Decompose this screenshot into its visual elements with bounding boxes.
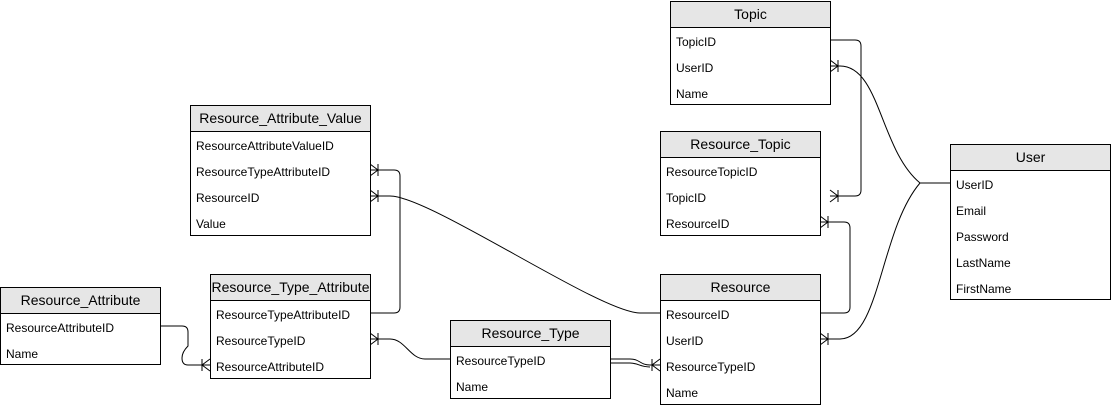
entity-title: Resource_Topic (661, 132, 820, 158)
entity-resource-attribute-value[interactable]: Resource_Attribute_Value ResourceAttribu… (190, 105, 371, 236)
field-resource-id: ResourceID (666, 308, 730, 322)
field-name: Name (6, 347, 39, 361)
field-last-name: LastName (956, 256, 1011, 270)
field-first-name: FirstName (956, 282, 1012, 296)
edge-resource-attribute-to-type-attribute[interactable] (160, 325, 211, 372)
field-resource-type-id: ResourceTypeID (666, 360, 756, 374)
entity-resource-type[interactable]: Resource_Type ResourceTypeID Name (450, 320, 611, 399)
entity-title: Topic (671, 2, 830, 28)
field-resource-type-id: ResourceTypeID (216, 334, 306, 348)
field-password: Password (956, 230, 1009, 244)
entity-resource-topic[interactable]: Resource_Topic ResourceTopicID TopicID R… (660, 131, 821, 236)
field-resource-type-attribute-id: ResourceTypeAttributeID (216, 308, 351, 322)
edge-resource-type-to-type-attribute[interactable] (369, 332, 450, 360)
entity-title: Resource (661, 275, 820, 301)
field-resource-id: ResourceID (666, 217, 730, 231)
field-resource-topic-id: ResourceTopicID (666, 165, 758, 179)
field-user-id: UserID (956, 178, 994, 192)
field-resource-type-attribute-id: ResourceTypeAttributeID (196, 165, 331, 179)
field-name: Name (676, 87, 709, 101)
entity-resource-type-attribute[interactable]: Resource_Type_Attribute ResourceTypeAttr… (210, 274, 371, 379)
edge-resource-to-resource-topic[interactable] (819, 215, 851, 314)
field-value: Value (196, 217, 226, 231)
field-resource-attribute-id: ResourceAttributeID (6, 321, 115, 335)
entity-topic[interactable]: Topic TopicID UserID Name (670, 1, 831, 105)
edge-user-to-resource[interactable] (819, 182, 921, 346)
field-resource-attribute-value-id: ResourceAttributeValueID (196, 139, 334, 153)
field-name: Name (666, 386, 699, 400)
field-topic-id: TopicID (666, 191, 707, 205)
edge-user-to-topic[interactable] (829, 59, 950, 184)
field-user-id: UserID (676, 61, 714, 75)
entity-user[interactable]: User UserID Email Password LastName Firs… (950, 144, 1111, 300)
edge-topic-to-resource-topic[interactable] (829, 39, 862, 203)
edge-resource-type-to-resource[interactable] (610, 358, 661, 372)
entity-title: Resource_Type (451, 321, 610, 347)
entity-resource-attribute[interactable]: Resource_Attribute ResourceAttributeID N… (0, 287, 161, 365)
field-email: Email (956, 204, 987, 218)
entity-title: Resource_Type_Attribute (211, 275, 370, 301)
field-name: Name (456, 380, 489, 394)
entity-title: Resource_Attribute_Value (191, 106, 370, 132)
field-resource-attribute-id: ResourceAttributeID (216, 360, 325, 374)
entity-title: User (951, 145, 1110, 171)
entity-resource[interactable]: Resource ResourceID UserID ResourceTypeI… (660, 274, 821, 405)
field-resource-id: ResourceID (196, 191, 260, 205)
field-topic-id: TopicID (676, 35, 717, 49)
edge-type-attribute-to-attribute-value[interactable] (369, 163, 401, 314)
field-resource-type-id: ResourceTypeID (456, 354, 546, 368)
field-user-id: UserID (666, 334, 704, 348)
entity-title: Resource_Attribute (1, 288, 160, 314)
edge-resource-to-attribute-value[interactable] (369, 189, 660, 314)
